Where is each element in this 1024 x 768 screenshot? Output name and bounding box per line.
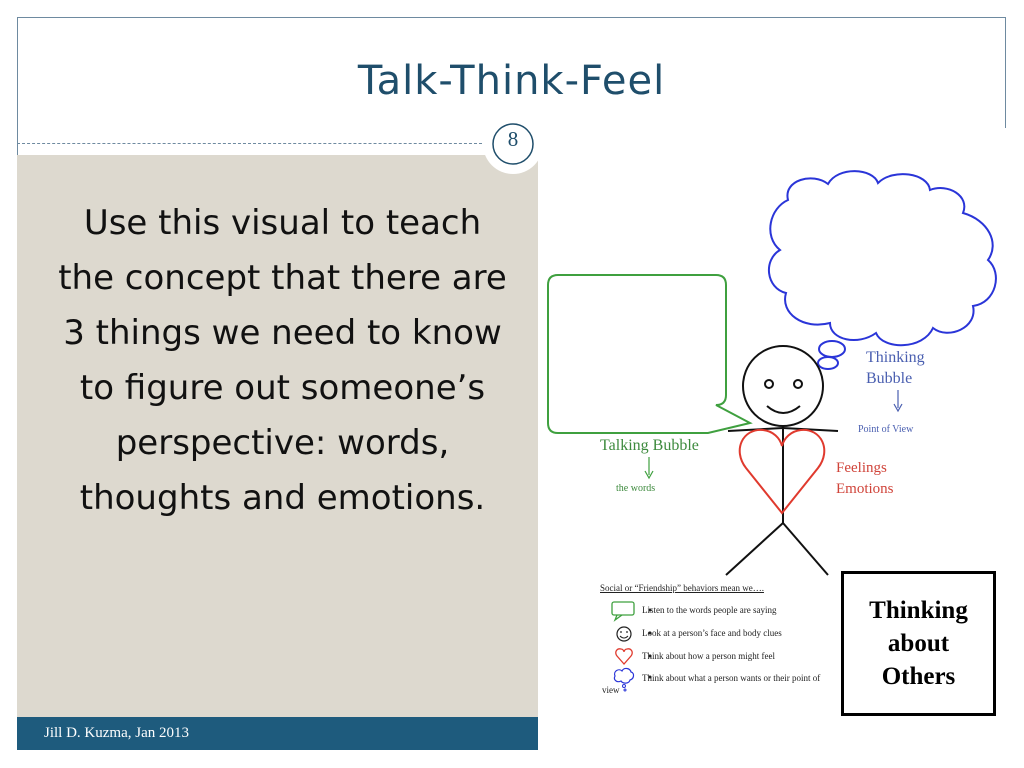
- slide-body-text: Use this visual to teach the concept tha…: [58, 203, 507, 518]
- talking-bubble-label: Talking Bubble: [600, 437, 699, 454]
- heart-icon: [738, 428, 826, 515]
- footer-bar: [17, 717, 538, 750]
- behavior-item: Listen to the words people are saying: [642, 605, 777, 615]
- talking-bubble-sublabel: the words: [616, 483, 656, 494]
- thinking-about-others-box: Thinking about Others: [841, 571, 996, 716]
- thinking-bubble-label: Thinking Bubble: [866, 347, 925, 389]
- feelings-label-line-1: Feelings: [836, 460, 887, 476]
- small-cloud-icon: [613, 667, 635, 684]
- page-number: 8: [507, 127, 519, 151]
- title-divider: [17, 143, 482, 144]
- box-line-3: Others: [881, 663, 956, 690]
- box-line-2: about: [887, 630, 950, 657]
- friendship-header: Social or “Friendship” behaviors mean we…: [600, 583, 764, 593]
- box-line-1: Thinking: [869, 597, 968, 624]
- slide-title: Talk-Think-Feel: [357, 58, 666, 104]
- talk-think-feel-graphic: Talking Bubble the words Thinking Bubble…: [538, 128, 1024, 750]
- talking-bubble-icon: [547, 274, 753, 434]
- small-heart-icon: [615, 648, 633, 665]
- feelings-label: Feelings Emotions: [836, 458, 894, 500]
- thinking-label-line-2: Bubble: [866, 370, 913, 387]
- behavior-item: Think about what a person wants or their…: [602, 673, 821, 695]
- footer-text: Jill D. Kuzma, Jan 2013: [44, 725, 189, 741]
- stick-figure-drawing: [547, 170, 997, 692]
- feelings-label-line-2: Emotions: [836, 481, 894, 497]
- thinking-label-line-1: Thinking: [866, 349, 925, 366]
- smiley-icon: [616, 626, 632, 642]
- text-panel: [17, 155, 538, 717]
- thinking-bubble-sublabel: Point of View: [858, 424, 914, 435]
- behavior-item: Look at a person’s face and body clues: [642, 628, 782, 638]
- page-number-badge: [483, 114, 543, 174]
- behavior-item: Think about how a person might feel: [642, 651, 775, 661]
- speech-bubble-icon: [611, 601, 635, 616]
- thinking-cloud-icon: [767, 170, 997, 347]
